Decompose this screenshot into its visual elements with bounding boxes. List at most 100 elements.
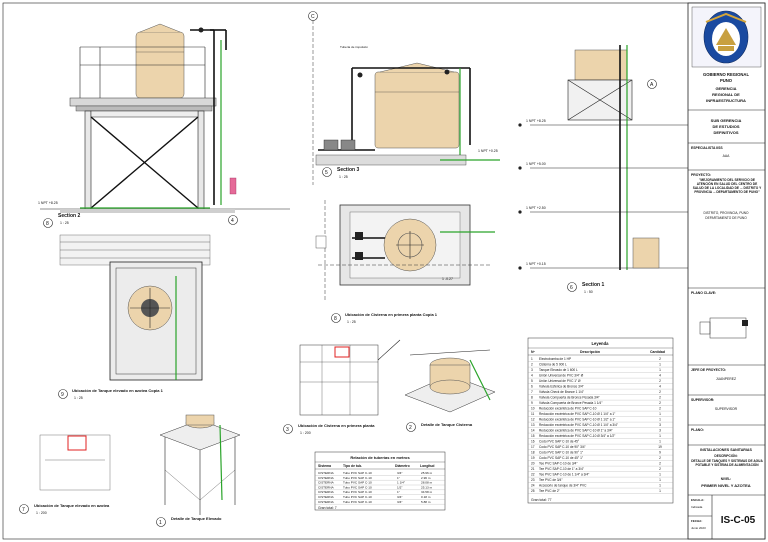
leyenda-row-qty: 3: [659, 429, 661, 433]
leyenda-row-desc: Accesorio de tanque de 3/4" PVC: [539, 484, 587, 488]
tuberias-header-tipo: Tipo de tub.: [343, 464, 362, 468]
leyenda-header-num: Nº: [531, 350, 536, 354]
leyenda-row-qty: 1: [659, 434, 661, 438]
plano-clave-label: PLANO CLAVE:: [691, 291, 716, 295]
section3-title: Section 3: [337, 167, 359, 173]
section2-marker: 8: [46, 221, 49, 227]
tuberias-table: Relación de tuberías en metros Sistema T…: [314, 451, 446, 511]
leyenda-row-num: 7: [531, 390, 533, 394]
plan-tanque-azotea-copia-scale: 1 : 25: [74, 396, 83, 400]
leyenda-row-num: 16: [531, 440, 535, 444]
leyenda-row-desc: Tee PVC SAP C-10 de 1 1/4" a 3/4": [539, 473, 589, 477]
detalle-cisterna-view: 2 Detalle de Tanque Cisterna: [404, 349, 496, 432]
leyenda-row-desc: Tee PVC SAP C-10 de 1" a 3/4": [539, 467, 584, 471]
tuberias-row-sistema: CISTERNA: [318, 476, 335, 480]
leyenda-row-qty: 2: [659, 456, 661, 460]
plano-label: PLANO:: [691, 428, 704, 432]
leyenda-row-num: 25: [531, 489, 535, 493]
proyecto-label: PROYECTO:: [691, 173, 711, 177]
svg-text:Tubería de impulsión: Tubería de impulsión: [340, 45, 368, 49]
cistern-tank: [374, 71, 460, 149]
leyenda-title: Leyenda: [592, 341, 610, 346]
tuberias-row-tipo: Tubo PVC SAP C-10: [343, 495, 372, 499]
leyenda-row-qty: 3: [659, 423, 661, 427]
tuberias-header-diametro: Diámetro: [395, 464, 410, 468]
escala-value: Indicada: [691, 505, 703, 509]
section2-level: 1 NPT +8.25: [38, 201, 58, 205]
section1-level-0: 1 NPT +8.25: [526, 119, 546, 123]
especialista-label: ESPECIALISTA IISS: [691, 146, 723, 150]
leyenda-row-qty: 1: [659, 418, 661, 422]
leyenda-row-desc: Válvula Check de Bronce 1 1/4": [539, 390, 584, 394]
tuberias-row-tipo: Tubo PVC SAP C-10: [343, 471, 372, 475]
fecha-value: Junio 2023: [691, 526, 706, 530]
section1-level-2: 1 NPT +2.50: [526, 206, 546, 210]
sub-gerencia-line-0: SUB GERENCIA: [711, 118, 742, 123]
section1-marker: 6: [570, 285, 573, 291]
section3-marker: 5: [325, 170, 328, 176]
leyenda-row-num: 11: [531, 412, 535, 416]
tuberias-row-tipo: Tubo PVC SAP C-10: [343, 490, 372, 494]
tuberias-row-longitud: 2.96 m: [421, 476, 431, 480]
tuberias-row-diametro: 1/2": [397, 485, 402, 489]
leyenda-row-desc: Reducción excéntrica de PVC SAP C-10 Ø 3…: [539, 434, 615, 438]
tuberias-row-tipo: Tubo PVC SAP C-10: [343, 500, 372, 504]
section3-scale: 1 : 25: [339, 175, 348, 179]
ubicacion-line-1: DEPARTAMENTO DE PUNO: [705, 216, 747, 220]
leyenda-row-desc: Reducción excéntrica de PVC SAP C-10 Ø 1…: [539, 423, 618, 427]
sub-gerencia-line-1: DE ESTUDIOS: [712, 124, 739, 129]
tuberias-row-diametro: 3/4": [397, 471, 402, 475]
tuberias-row-diametro: 3/4": [397, 500, 402, 504]
leyenda-row-num: 20: [531, 462, 535, 466]
leyenda-row-qty: 2: [659, 407, 661, 411]
proyecto-value: "MEJORAMIENTO DEL SERVICIO DE ATENCIÓN E…: [692, 178, 762, 194]
tuberias-row-tipo: Tubo PVC SAP C-10: [343, 476, 372, 480]
tuberias-row-sistema: CISTERNA: [318, 495, 335, 499]
section3-view: C Tubería de impulsión 1 NPT +0.25 5 Sec…: [308, 11, 500, 185]
section2-title: Section 2: [58, 213, 80, 219]
leyenda-row-qty: 1: [659, 473, 661, 477]
especialista-value: AAA: [723, 154, 731, 158]
plan-cisterna-copia-marker: 8: [334, 316, 337, 322]
plan-tanque-azotea-view: 7 Ubicación de Tanque elevado en azotea …: [19, 434, 111, 515]
gerencia-line-2: INFRAESTRUCTURA: [706, 98, 746, 103]
tuberias-header-longitud: Longitud: [420, 464, 435, 468]
plan-cisterna-view: 3 Ubicación de Cisterna en primera plant…: [283, 339, 401, 435]
leyenda-row-desc: Reducción excéntrica de PVC SAP C-10 Ø 1…: [539, 412, 615, 416]
supervisor-label: SUPERVISOR:: [691, 398, 714, 402]
jefe-value: JUANPEREZ: [716, 377, 736, 381]
gerencia-line-1: REGIONAL DE: [712, 92, 740, 97]
leyenda-header-desc: Descripción: [580, 350, 600, 354]
leyenda-row-num: 5: [531, 379, 533, 383]
leyenda-row-qty: 2: [659, 396, 661, 400]
tuberias-row-diametro: 1": [397, 490, 400, 494]
section1-title: Section 1: [582, 282, 604, 288]
plano-line-1: DESCRIPCIÓN:: [714, 453, 737, 458]
section1-grid-mark: A: [650, 82, 654, 88]
leyenda-row-desc: Codo PVC SAP C-10 de 45° 1": [539, 456, 583, 460]
leyenda-row-qty: 19: [658, 445, 662, 449]
leyenda-header-qty: Cantidad: [650, 350, 665, 354]
jefe-label: JEFE DE PROYECTO:: [691, 368, 726, 372]
leyenda-row-qty: 2: [659, 462, 661, 466]
plano-line-4: PRIMER NIVEL Y AZOTEA: [701, 483, 751, 488]
section1-scale: 1 : 50: [584, 290, 593, 294]
detalle-tanque-elevado-title: Detalle de Tanque Elevado: [171, 516, 222, 521]
plano-clave-keymap: [699, 317, 748, 339]
tuberias-row-longitud: 28.08 m: [421, 481, 433, 485]
leyenda-row-num: 23: [531, 478, 535, 482]
detalle-tanque-elevado-marker: 1: [159, 520, 162, 526]
leyenda-row-desc: Codo PVC SAP C-10 de 45°: [539, 440, 580, 444]
leyenda-row-desc: Reducción excéntrica de PVC SAP C-10 Ø 1…: [539, 429, 613, 433]
fecha-label: FECHA:: [691, 519, 702, 523]
leyenda-row-desc: Tee PVC SAP C-10 de 3/4": [539, 462, 577, 466]
leyenda-row-desc: Válvula Compuerta de Bronce Pesada 1 1/4…: [539, 401, 602, 405]
plano-line-2: DETALLE DE TANQUES Y SISTEMAS DE AGUA PO…: [691, 459, 763, 467]
leyenda-row-num: 17: [531, 445, 535, 449]
leyenda-row-num: 3: [531, 368, 533, 372]
leyenda-row-qty: 2: [659, 467, 661, 471]
tuberias-row-diametro: 1": [397, 476, 400, 480]
detalle-tanque-elevado-view: 1 Detalle de Tanque Elevado: [156, 414, 241, 527]
